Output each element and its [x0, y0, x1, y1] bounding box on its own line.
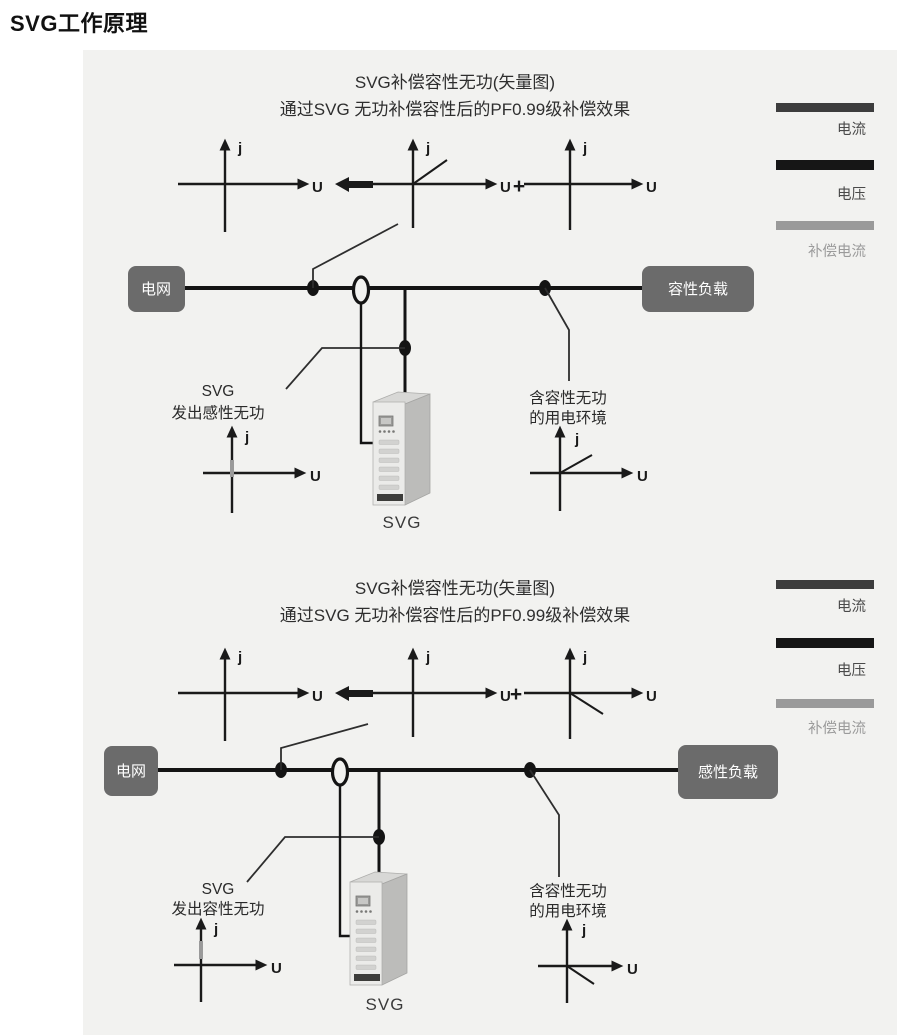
leader-to-vector [312, 223, 399, 288]
u-label: U [646, 179, 657, 196]
vector-diagram-grid-side [366, 647, 498, 737]
legend-compensation-swatch [776, 221, 874, 230]
u-label: U [312, 179, 323, 196]
inductive-current-vector [569, 692, 604, 715]
u-label: U [627, 961, 638, 978]
load-box-label: 容性负载 [668, 281, 728, 298]
j-label: j [425, 140, 430, 157]
svg-source-label-line2: 发出容性无功 [171, 900, 264, 918]
env-label-line1: 含容性无功 [529, 882, 607, 900]
vector-row [178, 647, 644, 741]
u-label: U [312, 688, 323, 705]
vector-diagram-result [178, 138, 310, 232]
legend-voltage-label: 电压 [837, 662, 866, 679]
svg-source-label-line2: 发出感性无功 [171, 404, 264, 422]
diagram-subtitle: 通过SVG 无功补偿容性后的PF0.99级补偿效果 [280, 606, 630, 625]
diagram-title: SVG补偿容性无功(矢量图) [355, 73, 555, 92]
leader-to-vector [280, 723, 369, 770]
env-label-line2: 的用电环境 [529, 901, 607, 920]
svg-cabinet-image [372, 391, 431, 506]
inductive-current-vector [566, 965, 595, 985]
env-label-line2: 的用电环境 [529, 408, 607, 427]
u-label: U [637, 468, 648, 485]
grid-box [128, 266, 185, 312]
legend-voltage-swatch [776, 160, 874, 170]
j-label: j [237, 649, 242, 666]
legend: 电流 电压 补偿电流 [776, 580, 874, 737]
svg-source-label-line1: SVG [202, 383, 235, 400]
u-label: U [500, 179, 511, 196]
legend: 电流 电压 补偿电流 [776, 103, 874, 260]
legend-current-label: 电流 [837, 598, 866, 615]
u-label: U [646, 688, 657, 705]
device-label: SVG [383, 513, 422, 532]
leader-to-svg-label [285, 347, 405, 390]
diagram-capacitive-load: SVG补偿容性无功(矢量图) 通过SVG 无功补偿容性后的PF0.99级补偿效果… [128, 73, 874, 532]
load-box-label: 感性负载 [698, 764, 758, 781]
load-box [678, 745, 778, 799]
diagram-title: SVG补偿容性无功(矢量图) [355, 579, 555, 598]
leader-to-env-label [544, 287, 570, 381]
grid-box-label: 电网 [116, 763, 146, 780]
u-label: U [500, 688, 511, 705]
diagram-subtitle: 通过SVG 无功补偿容性后的PF0.99级补偿效果 [280, 100, 630, 119]
device-label: SVG [366, 995, 405, 1014]
legend-compensation-label: 补偿电流 [808, 720, 866, 737]
vector-row [178, 138, 644, 232]
legend-current-swatch [776, 580, 874, 589]
bold-left-arrow-icon [335, 686, 373, 701]
legend-current-swatch [776, 103, 874, 112]
load-box [642, 266, 754, 312]
grid-box [104, 746, 158, 796]
svg-cabinet-image [349, 871, 408, 986]
legend-current-label: 电流 [837, 121, 866, 138]
j-label: j [581, 922, 586, 939]
grid-box-label: 电网 [141, 281, 171, 298]
legend-voltage-swatch [776, 638, 874, 648]
bold-left-arrow-icon [335, 177, 373, 192]
ct-sensor-icon [330, 757, 350, 787]
vector-diagram-grid-side [366, 138, 498, 228]
vector-diagram-result [178, 647, 310, 741]
vector-diagram-environment [538, 918, 624, 1003]
leader-to-svg-label [246, 836, 379, 883]
vector-diagram-svg-output [174, 917, 268, 1002]
capacitive-current-vector [559, 454, 593, 474]
diagram-inductive-load: SVG补偿容性无功(矢量图) 通过SVG 无功补偿容性后的PF0.99级补偿效果… [104, 579, 874, 1014]
vector-diagram-environment [530, 425, 634, 511]
j-label: j [237, 140, 242, 157]
plus-sign: + [513, 175, 525, 198]
diagram-canvas: SVG补偿容性无功(矢量图) 通过SVG 无功补偿容性后的PF0.99级补偿效果… [104, 73, 874, 1014]
j-label: j [213, 921, 218, 938]
j-label: j [244, 429, 249, 446]
ct-wire [338, 786, 351, 938]
vector-diagram-svg-side [524, 647, 644, 739]
ct-wire [359, 303, 374, 445]
j-label: j [582, 140, 587, 157]
page-title: SVG工作原理 [10, 11, 148, 36]
svg-source-label-line1: SVG [202, 881, 235, 898]
u-label: U [271, 960, 282, 977]
leader-to-env-label [529, 769, 560, 877]
ct-sensor-icon [351, 275, 371, 305]
plus-sign: + [510, 683, 522, 706]
capacitive-current-vector [412, 159, 448, 185]
j-label: j [425, 649, 430, 666]
u-label: U [310, 468, 321, 485]
env-label-line1: 含容性无功 [529, 389, 607, 407]
diagram-panel: SVG补偿容性无功(矢量图) 通过SVG 无功补偿容性后的PF0.99级补偿效果… [83, 50, 897, 1035]
legend-compensation-swatch [776, 699, 874, 708]
legend-compensation-label: 补偿电流 [808, 243, 866, 260]
vector-diagram-svg-side [524, 138, 644, 230]
vector-diagram-svg-output [203, 425, 307, 513]
j-label: j [582, 649, 587, 666]
legend-voltage-label: 电压 [837, 186, 866, 203]
j-label: j [574, 431, 579, 448]
